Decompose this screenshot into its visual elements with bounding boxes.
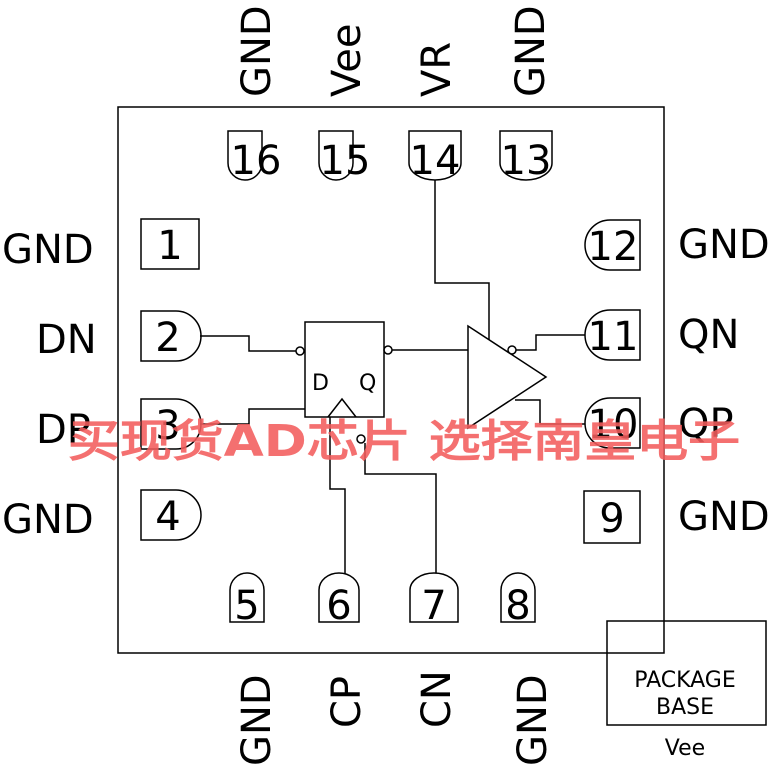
pin-9-name: GND <box>678 494 770 540</box>
pin-6-name: CP <box>324 676 370 728</box>
pin-12-name: GND <box>678 222 770 268</box>
pad-3 <box>140 398 202 450</box>
pin-2-number: 2 <box>155 315 180 361</box>
pin-16-number: 16 <box>231 138 282 184</box>
pad-7 <box>409 572 459 623</box>
pin-1-name: GND <box>2 227 94 273</box>
pad-10 <box>584 397 641 449</box>
qn-ff-inversion-bubble <box>383 345 393 355</box>
pin-14-number: 14 <box>410 138 461 184</box>
pin-2-name: DN <box>36 317 97 363</box>
pin-5-number: 5 <box>234 583 259 629</box>
wire-dn <box>200 335 296 352</box>
pin-1-number: 1 <box>157 223 182 269</box>
wire-cp <box>329 417 346 574</box>
pad-11 <box>584 309 641 361</box>
wire-qp <box>515 399 585 425</box>
pin-10-name: QP <box>678 401 734 447</box>
pad-16 <box>227 130 263 181</box>
pin-7-name: CN <box>414 670 460 728</box>
pad-4 <box>140 489 202 541</box>
pin-15-name: Vee <box>324 24 370 97</box>
pad-6 <box>318 572 360 623</box>
pin-3-number: 3 <box>155 403 180 449</box>
pin-6-number: 6 <box>326 583 351 629</box>
package-outline <box>117 106 665 654</box>
pad-9 <box>583 490 641 544</box>
pin-16-name: GND <box>234 5 280 97</box>
wire-dp <box>200 408 305 425</box>
pin-8-name: GND <box>510 674 556 766</box>
buffer-inversion-bubble <box>507 345 517 355</box>
pin-11-number: 11 <box>588 314 639 360</box>
pin-4-number: 4 <box>155 494 180 540</box>
pin-13-name: GND <box>508 5 554 97</box>
flip-flop-block <box>304 321 385 418</box>
pin-15-number: 15 <box>320 138 371 184</box>
pad-15 <box>318 130 354 181</box>
output-buffer <box>467 324 548 430</box>
pad-12 <box>584 219 641 271</box>
pin-5-name: GND <box>234 674 280 766</box>
package-base-line2: BASE <box>656 695 714 720</box>
wire-qn <box>516 334 585 351</box>
pin-14-name: VR <box>414 42 460 97</box>
cn-inversion-bubble <box>356 434 366 444</box>
ff-d-label: D <box>312 371 329 396</box>
wire-cn <box>364 443 437 573</box>
package-base-net: Vee <box>665 736 705 761</box>
pad-14 <box>408 130 462 181</box>
pad-1 <box>140 218 200 270</box>
wire-vr <box>434 180 490 340</box>
pin-13-number: 13 <box>501 138 552 184</box>
dn-inversion-bubble <box>295 346 305 356</box>
pin-8-number: 8 <box>505 583 530 629</box>
pin-9-number: 9 <box>599 496 624 542</box>
pin-12-number: 12 <box>588 224 639 270</box>
pad-5 <box>229 572 265 623</box>
watermark-text: 买现货AD芯片 选择南皇电子 <box>68 416 740 467</box>
pin-4-name: GND <box>2 497 94 543</box>
pin-10-number: 10 <box>588 402 639 448</box>
pad-8 <box>500 572 536 623</box>
pin-7-number: 7 <box>421 583 446 629</box>
pad-13 <box>499 130 553 181</box>
package-base-line1: PACKAGE <box>634 668 736 693</box>
clock-input-wedge <box>327 397 357 418</box>
ff-q-label: Q <box>359 371 376 396</box>
pin-3-name: DP <box>36 407 91 453</box>
package-base-box <box>606 620 767 726</box>
pad-2 <box>140 310 202 362</box>
pin-11-name: QN <box>678 312 739 358</box>
